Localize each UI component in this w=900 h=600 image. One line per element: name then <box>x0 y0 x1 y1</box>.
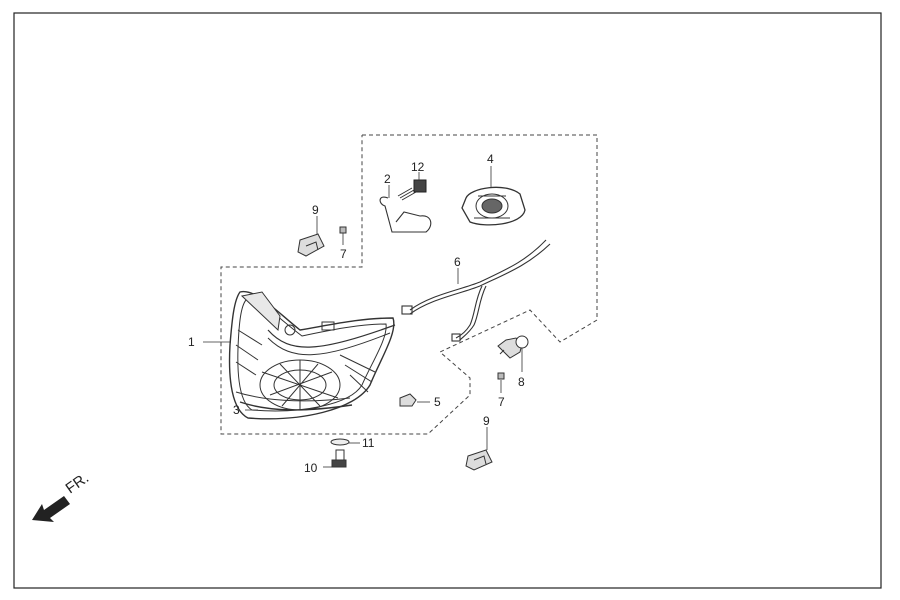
washer-11-part <box>330 438 350 446</box>
headlight-assembly <box>228 290 396 420</box>
bulb-holder-part <box>461 186 526 226</box>
callout-2: 2 <box>384 172 391 186</box>
clip-9b-part <box>465 449 493 471</box>
callout-7-upper: 7 <box>340 247 347 261</box>
callout-11: 11 <box>362 436 375 450</box>
callout-3: 3 <box>233 403 240 417</box>
front-direction-arrow-icon <box>32 496 70 522</box>
callout-10: 10 <box>304 461 318 475</box>
callout-6: 6 <box>454 255 461 269</box>
callout-1: 1 <box>188 335 195 349</box>
nut-7b-part <box>497 372 505 380</box>
front-direction-label: FR. <box>63 469 93 497</box>
callout-12: 12 <box>411 160 425 174</box>
callout-7-lower: 7 <box>498 395 505 409</box>
callout-9-upper: 9 <box>312 203 319 217</box>
wire-spring-part <box>379 196 432 233</box>
assembly-dashed-outline <box>220 134 598 435</box>
callout-5: 5 <box>434 395 441 409</box>
outer-frame <box>13 12 882 589</box>
callout-4: 4 <box>487 152 494 166</box>
callout-9-lower: 9 <box>483 414 490 428</box>
leader-lines <box>203 166 523 468</box>
clip-9a-part <box>297 233 325 257</box>
screw-12-part <box>397 179 427 201</box>
clip-nut-5-part <box>399 393 417 407</box>
bulb-part <box>497 335 529 359</box>
nut-7a-part <box>339 226 347 234</box>
bolt-10-part <box>331 449 347 468</box>
wire-harness-part <box>401 239 551 342</box>
callout-8: 8 <box>518 375 525 389</box>
